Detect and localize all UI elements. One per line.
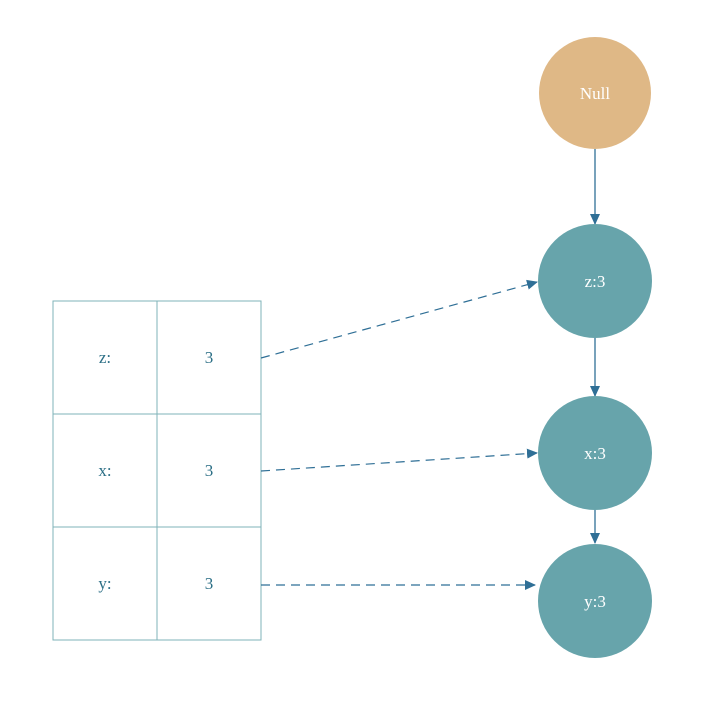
- node-y-circle: [538, 544, 652, 658]
- list-nodes: Null z:3 x:3 y:3: [538, 37, 652, 658]
- hash-table: z: 3 x: 3 y: 3: [52, 300, 262, 641]
- node-y-label: y:3: [584, 592, 606, 611]
- pointer-arrow-x: [260, 448, 538, 472]
- null-node-circle: [539, 37, 651, 149]
- table-key-label: y:: [98, 574, 111, 593]
- node-x-circle: [538, 396, 652, 510]
- node-z: z:3: [538, 224, 652, 338]
- table-row: z: 3: [52, 300, 262, 415]
- table-key-label: x:: [98, 461, 111, 480]
- node-z-label: z:3: [585, 272, 606, 291]
- table-value-label: 3: [205, 348, 214, 367]
- table-cell-value: [156, 526, 262, 641]
- table-pointers: [260, 279, 538, 590]
- null-node-label: Null: [580, 84, 611, 103]
- table-row: y: 3: [52, 526, 262, 641]
- table-row: x: 3: [52, 413, 262, 528]
- node-x: x:3: [538, 396, 652, 510]
- table-key-label: z:: [99, 348, 111, 367]
- table-value-label: 3: [205, 461, 214, 480]
- node-y: y:3: [538, 544, 652, 658]
- node-x-label: x:3: [584, 444, 606, 463]
- node-z-circle: [538, 224, 652, 338]
- pointer-arrow-z: [260, 279, 538, 359]
- null-node: Null: [539, 37, 651, 149]
- table-value-label: 3: [205, 574, 214, 593]
